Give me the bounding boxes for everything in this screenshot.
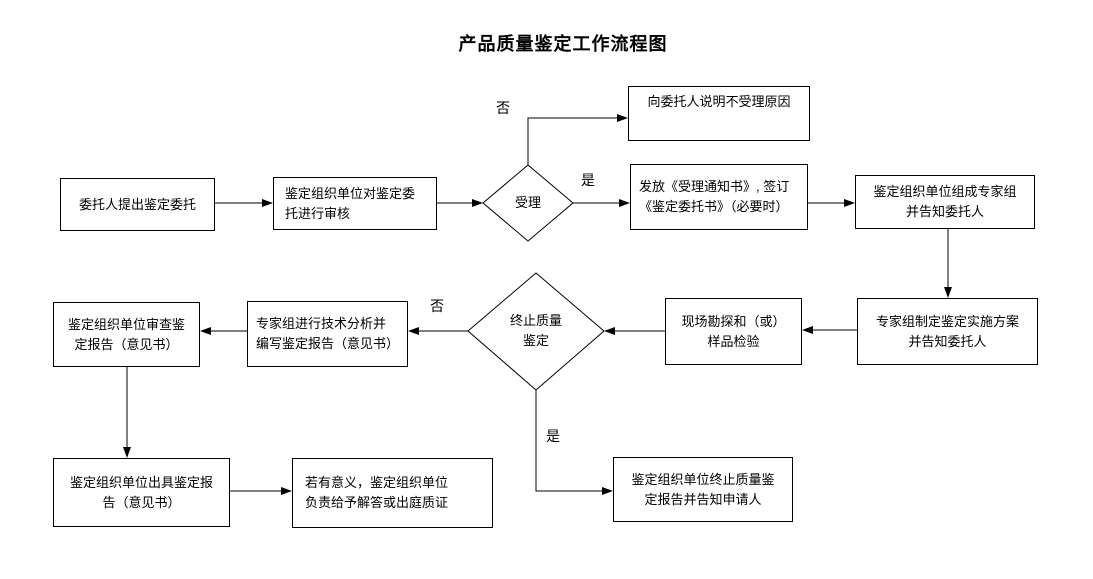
node-client-submit: 委托人提出鉴定委托	[60, 178, 215, 231]
arrowhead-icon	[844, 199, 855, 207]
node-text: 发放《受理通知书》, 签订	[639, 179, 790, 194]
decision-accept-shape	[482, 164, 574, 242]
node-explain-rejection: 向委托人说明不受理原因	[628, 86, 810, 141]
node-text: 鉴定	[522, 333, 549, 348]
arrowhead-icon	[617, 114, 628, 122]
node-org-review: 鉴定组织单位对鉴定委 托进行审核	[273, 177, 437, 230]
arrowhead-icon	[619, 199, 630, 207]
node-text: 鉴定组织单位审查鉴	[67, 316, 185, 332]
decision-terminate-label: 终止质量 鉴定	[476, 311, 596, 351]
arrowhead-icon	[200, 327, 211, 335]
page-title: 产品质量鉴定工作流程图	[458, 34, 668, 54]
node-make-plan: 专家组制定鉴定实施方案 并告知委托人	[857, 298, 1038, 365]
node-court-testimony: 若有意义，鉴定组织单位 负责给予解答或出庭质证	[292, 458, 493, 528]
node-text: 样品检验	[707, 333, 760, 349]
arrowhead-icon	[604, 327, 615, 335]
edge-label-yes-bottom: 是	[546, 428, 560, 444]
node-text: 专家组制定鉴定实施方案	[875, 313, 1019, 329]
node-text: 鉴定组织单位出具鉴定报	[69, 474, 213, 490]
arrowhead-icon	[408, 327, 419, 335]
node-site-inspection: 现场勘探和（或） 样品检验	[665, 298, 802, 365]
arrowhead-icon	[472, 199, 483, 207]
connector-accept-no	[527, 117, 619, 165]
node-text: 并告知委托人	[905, 204, 984, 219]
node-form-expert-group: 鉴定组织单位组成专家组 并告知委托人	[855, 175, 1035, 229]
node-text: 鉴定组织单位终止质量鉴	[631, 471, 775, 487]
node-issue-report: 鉴定组织单位出具鉴定报 告（意见书）	[53, 458, 230, 527]
node-tech-analysis: 专家组进行技术分析并 编写鉴定报告（意见书）	[247, 301, 408, 367]
node-terminate-report: 鉴定组织单位终止质量鉴 定报告并告知申请人	[613, 457, 793, 522]
edge-label-no-top: 否	[496, 100, 510, 116]
node-text: 向委托人说明不受理原因	[647, 94, 791, 109]
node-text: 《鉴定委托书》（必要时）	[639, 199, 789, 214]
node-text: 若有意义，鉴定组织单位	[305, 475, 449, 490]
node-text: 定报告（意见书）	[74, 336, 179, 352]
decision-accept-label: 受理	[488, 193, 568, 213]
node-text: 专家组进行技术分析并	[256, 316, 387, 331]
node-text: 受理	[514, 195, 541, 210]
node-text: 告（意见书）	[102, 494, 181, 510]
arrowhead-icon	[602, 487, 613, 495]
node-text: 编写鉴定报告（意见书）	[256, 336, 400, 351]
node-text: 定报告并告知申请人	[644, 491, 762, 507]
decision-terminate-shape	[467, 272, 605, 391]
node-issue-notice: 发放《受理通知书》, 签订 《鉴定委托书》（必要时）	[630, 164, 808, 230]
arrowhead-icon	[123, 447, 131, 458]
node-text: 托进行审核	[285, 205, 351, 221]
arrowhead-icon	[262, 199, 273, 207]
node-text: 现场勘探和（或）	[681, 313, 786, 329]
connector-terminate-yes	[535, 390, 604, 492]
node-text: 委托人提出鉴定委托	[78, 196, 196, 212]
node-text: 终止质量	[509, 313, 562, 328]
node-text: 鉴定组织单位对鉴定委	[285, 185, 416, 201]
node-text: 鉴定组织单位组成专家组	[873, 184, 1017, 199]
edge-label-no-left: 否	[430, 298, 444, 314]
node-text: 负责给予解答或出庭质证	[305, 495, 449, 510]
arrowhead-icon	[944, 287, 952, 298]
node-audit-report: 鉴定组织单位审查鉴 定报告（意见书）	[53, 302, 200, 367]
arrowhead-icon	[281, 487, 292, 495]
edge-label-yes-right: 是	[581, 172, 595, 188]
arrowhead-icon	[802, 326, 813, 334]
node-text: 并告知委托人	[908, 333, 987, 349]
